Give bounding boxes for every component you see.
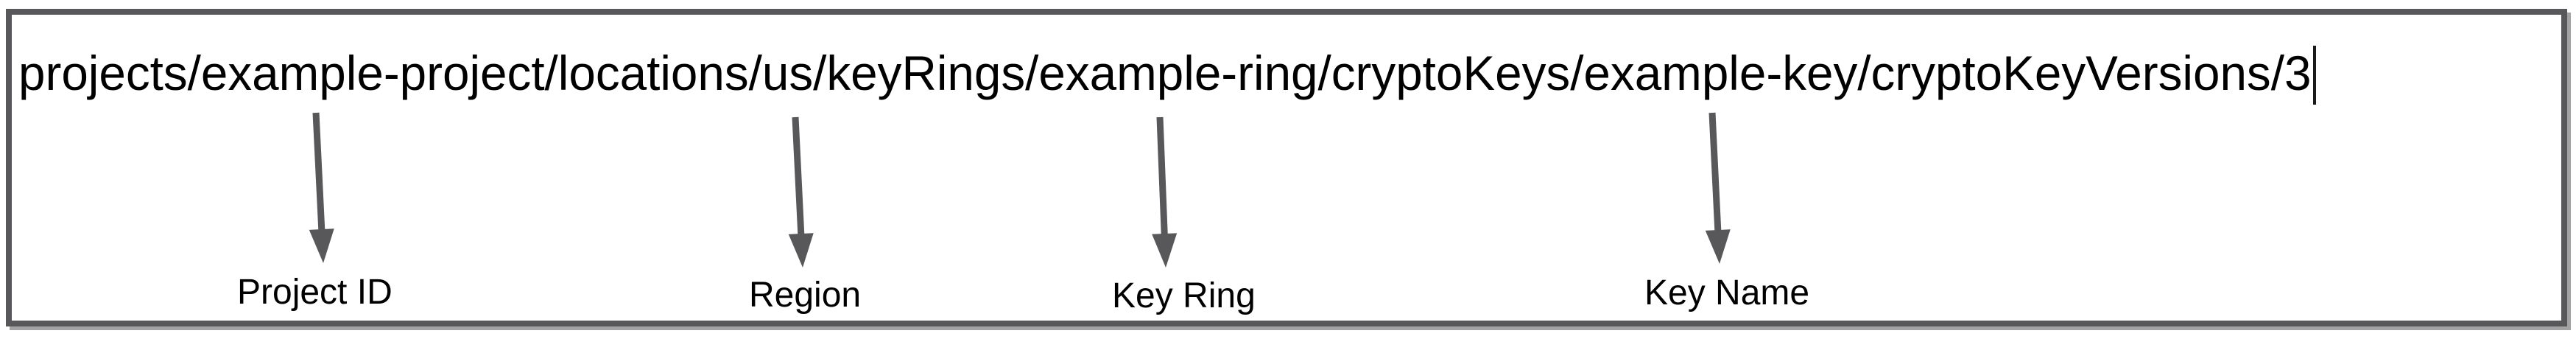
- resource-path-text-line[interactable]: projects/example-project/locations/us/ke…: [18, 46, 2317, 105]
- text-cursor-caret: [2313, 46, 2317, 105]
- resource-path-box: [6, 9, 2567, 326]
- annotation-label-project-id: Project ID: [237, 273, 393, 312]
- annotation-label-region: Region: [749, 276, 862, 315]
- annotation-label-key-ring: Key Ring: [1112, 276, 1256, 315]
- annotation-label-key-name: Key Name: [1644, 273, 1810, 312]
- resource-path-value: projects/example-project/locations/us/ke…: [18, 46, 2312, 100]
